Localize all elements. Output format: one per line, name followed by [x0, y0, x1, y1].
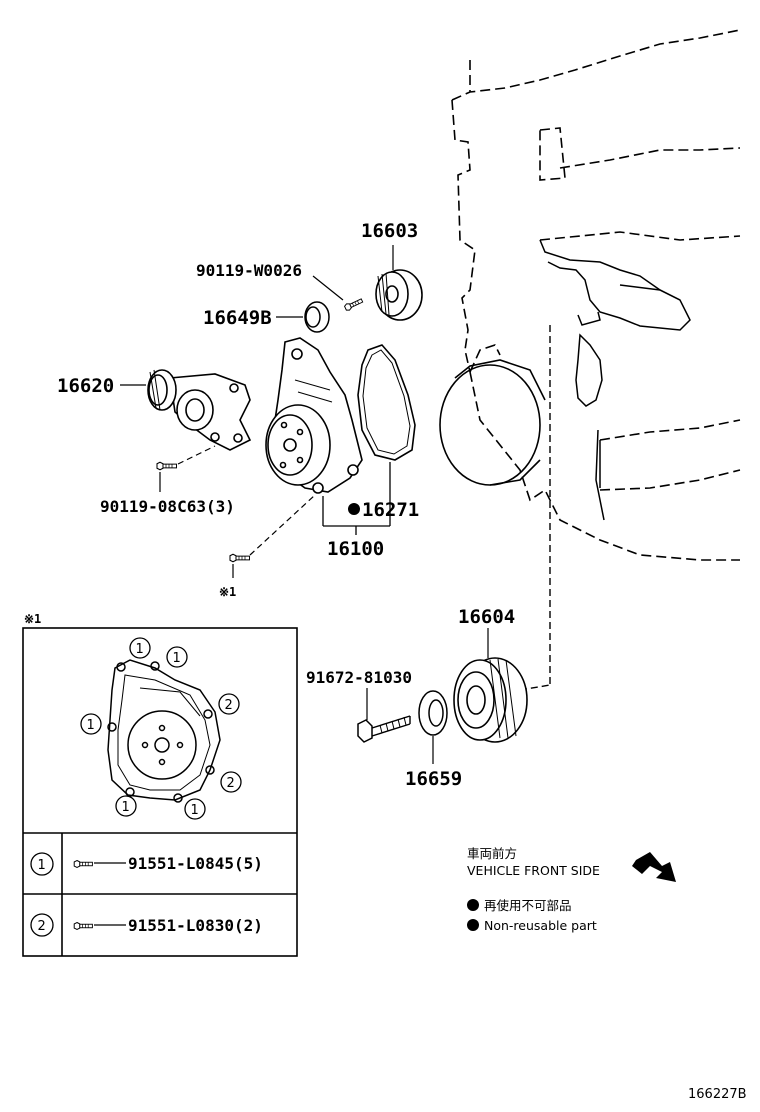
label-16620: 16620 — [57, 375, 114, 397]
bracket-16100 — [322, 462, 391, 535]
label-16603: 16603 — [361, 220, 418, 242]
callout-1: 1 — [122, 800, 130, 815]
non-reusable-dot-icon — [348, 503, 360, 515]
engine-block-outline — [451, 29, 741, 561]
callout-1: 1 — [136, 642, 144, 657]
row-part-2: 91551-L0830(2) — [128, 916, 263, 935]
bolt-icon — [73, 860, 93, 868]
detail-pump-flange — [107, 659, 221, 803]
label-16604: 16604 — [458, 606, 515, 628]
front-arrow-icon — [632, 852, 676, 882]
label-16649b: 16649B — [203, 307, 272, 329]
row-marker-circle — [30, 913, 54, 937]
row-marker-circle — [30, 852, 54, 876]
label-16100: 16100 — [327, 538, 384, 560]
label-16659: 16659 — [405, 768, 462, 790]
non-reusable-dot-icon — [467, 899, 479, 911]
legend-nonreuse-jp: 再使用不可部品 — [484, 898, 572, 913]
callout-1: 1 — [173, 651, 181, 666]
label-90119-w0026: 90119-W0026 — [196, 261, 302, 280]
bolt-90119-w0026 — [312, 275, 364, 312]
crankshaft-pulley-outline — [439, 359, 546, 486]
detail-title: ※1 — [24, 612, 41, 626]
callout-2: 2 — [225, 698, 233, 713]
engine-block-details — [539, 239, 691, 521]
row-marker-1: 1 — [38, 858, 46, 873]
pulley-16604 — [453, 657, 528, 743]
callout-2: 2 — [227, 776, 235, 791]
row-part-1: 91551-L0845(5) — [128, 854, 263, 873]
gasket-16271 — [357, 344, 416, 461]
cap-16649b — [304, 301, 330, 333]
legend-nonreuse-en: Non-reusable part — [484, 918, 597, 933]
label-16271: 16271 — [362, 499, 419, 521]
diagram-id: 166227B — [688, 1087, 747, 1102]
tensioner-16620 — [147, 369, 252, 451]
label-ref1: ※1 — [219, 585, 236, 599]
bolt-91672-81030 — [357, 688, 411, 743]
washer-16659 — [418, 690, 448, 736]
detail-callouts — [80, 637, 242, 820]
legend-front-jp: 車両前方 — [467, 846, 517, 861]
bolt-90119-08c63 — [156, 445, 216, 492]
bolt-icon — [73, 922, 93, 930]
detail-box — [22, 627, 298, 957]
callout-1: 1 — [87, 718, 95, 733]
non-reusable-dot-icon — [467, 919, 479, 931]
row-marker-2: 2 — [38, 919, 46, 934]
callout-1: 1 — [191, 803, 199, 818]
bolt-ref1 — [229, 494, 316, 578]
label-90119-08c63: 90119-08C63(3) — [100, 497, 235, 516]
idler-pulley-16603 — [375, 269, 423, 321]
legend-front-en: VEHICLE FRONT SIDE — [467, 863, 600, 878]
label-91672-81030: 91672-81030 — [306, 668, 412, 687]
water-pump-16100 — [265, 337, 363, 494]
